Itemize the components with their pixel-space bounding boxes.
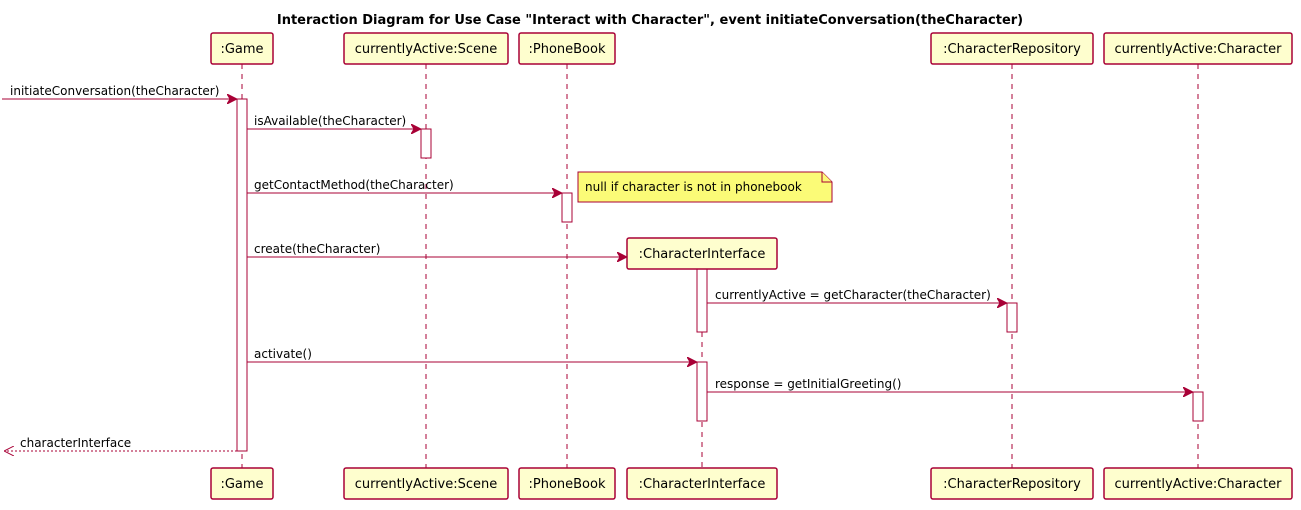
diagram-title: Interaction Diagram for Use Case "Intera… xyxy=(277,13,1023,28)
participant-label-charrepo: :CharacterRepository xyxy=(943,42,1081,57)
participant-box-character xyxy=(1103,32,1293,65)
participant-box-game xyxy=(210,32,274,65)
participant-box-charinterface-bottom xyxy=(626,467,778,500)
activation-charrepo xyxy=(1006,302,1018,333)
participant-label-character: currentlyActive:Character xyxy=(1115,42,1283,57)
participant-box-charinterface-created xyxy=(626,237,778,270)
participant-label-phonebook-bottom: :PhoneBook xyxy=(528,477,605,492)
participant-label-charinterface-created: :CharacterInterface xyxy=(639,247,766,262)
participant-box-character-bottom xyxy=(1103,467,1293,500)
participant-box-scene-bottom xyxy=(343,467,509,500)
activation-charinterface-create xyxy=(696,267,708,333)
participants-bottom: :Game currentlyActive:Scene :PhoneBook :… xyxy=(210,467,1293,500)
participant-label-game-bottom: :Game xyxy=(220,477,263,492)
activations xyxy=(236,98,1204,452)
participant-label-charrepo-bottom: :CharacterRepository xyxy=(943,477,1081,492)
participant-label-scene: currentlyActive:Scene xyxy=(355,42,497,57)
participant-label-charinterface-bottom: :CharacterInterface xyxy=(639,477,766,492)
activation-scene xyxy=(420,128,432,159)
activation-game xyxy=(236,98,248,452)
activation-character xyxy=(1192,391,1204,422)
message-label-get-character: currentlyActive = getCharacter(theCharac… xyxy=(715,288,991,302)
activation-charinterface-activate xyxy=(696,361,708,422)
note-box xyxy=(577,171,833,203)
participants-top: :Game currentlyActive:Scene :PhoneBook :… xyxy=(210,32,1293,65)
note: null if character is not in phonebook xyxy=(577,171,833,203)
messages: initiateConversation(theCharacter) isAva… xyxy=(2,84,1193,451)
participant-box-charrepo xyxy=(930,32,1094,65)
note-text: null if character is not in phonebook xyxy=(585,180,802,194)
message-label-get-contact-method: getContactMethod(theCharacter) xyxy=(254,178,454,192)
activation-phonebook xyxy=(561,192,573,223)
message-label-is-available: isAvailable(theCharacter) xyxy=(254,114,406,128)
message-label-create: create(theCharacter) xyxy=(254,242,380,256)
message-label-activate: activate() xyxy=(254,347,312,361)
participant-box-phonebook xyxy=(518,32,616,65)
participant-label-character-bottom: currentlyActive:Character xyxy=(1115,477,1283,492)
participant-box-charrepo-bottom xyxy=(930,467,1094,500)
participant-label-scene-bottom: currentlyActive:Scene xyxy=(355,477,497,492)
message-label-get-initial-greeting: response = getInitialGreeting() xyxy=(715,377,901,391)
participant-box-phonebook-bottom xyxy=(518,467,616,500)
note-fold xyxy=(821,172,832,183)
participant-box-game-bottom xyxy=(210,467,274,500)
participant-label-game: :Game xyxy=(220,42,263,57)
message-label-initiate-conversation: initiateConversation(theCharacter) xyxy=(10,84,219,98)
participant-box-scene xyxy=(343,32,509,65)
message-label-return-character-interface: characterInterface xyxy=(20,436,131,450)
participant-label-phonebook: :PhoneBook xyxy=(528,42,605,57)
